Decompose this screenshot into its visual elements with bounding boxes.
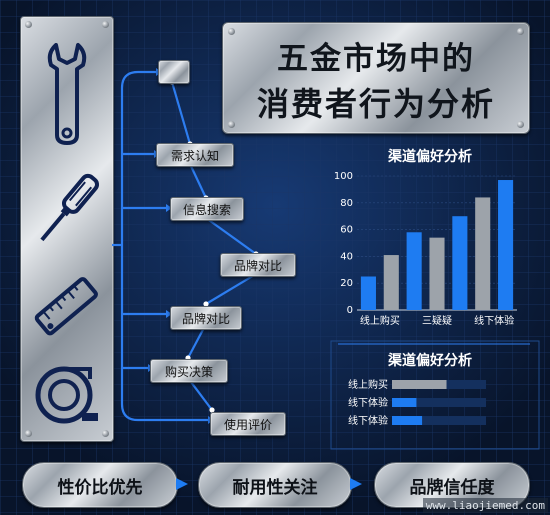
flow-step-compare-1: 品牌对比 — [220, 253, 296, 277]
title-plate: 五金市场中的 消费者行为分析 — [222, 22, 530, 134]
hbar-bar — [392, 380, 447, 389]
y-tick-label: 20 — [340, 278, 353, 289]
y-tick-label: 40 — [340, 251, 353, 262]
tool-panel — [20, 16, 114, 442]
bar — [383, 255, 399, 310]
hbar-panel-frame — [330, 340, 540, 450]
wrench-icon — [21, 39, 113, 149]
bar — [498, 180, 514, 310]
hbar-bar — [392, 416, 423, 425]
watermark: www.liaojiemed.com — [422, 498, 548, 513]
flow-step-review: 使用评价 — [210, 412, 286, 436]
x-category-label: 线上购买 — [360, 314, 400, 327]
y-tick-label: 0 — [347, 305, 353, 316]
channel-bar-chart: 0 20 40 60 80 100 线上购买 三疑疑 线下体验 — [334, 171, 517, 327]
tape-measure-icon — [21, 357, 113, 429]
hbar-category-label: 线上购买 — [348, 378, 388, 391]
chart-1-title: 渠道偏好分析 — [388, 149, 472, 165]
x-category-label: 三疑疑 — [422, 315, 452, 327]
flow-step-need: 需求认知 — [156, 143, 234, 167]
pill-value: 性价比优先 — [22, 462, 178, 508]
y-tick-label: 80 — [340, 198, 353, 209]
bar — [406, 232, 422, 310]
hbar-track — [392, 416, 486, 425]
chart-2-title: 渠道偏好分析 — [388, 353, 472, 369]
bar — [452, 216, 468, 310]
title-line-1: 五金市场中的 — [277, 41, 475, 77]
flow-step-search: 信息搜索 — [170, 197, 244, 221]
y-tick-label: 100 — [334, 171, 353, 182]
bar — [360, 276, 376, 310]
pill-durability: 耐用性关注 — [198, 462, 352, 508]
x-category-label: 线下体验 — [474, 314, 514, 327]
flow-step-compare-2: 品牌对比 — [170, 306, 242, 330]
flow-step-decision: 购买决策 — [150, 359, 228, 383]
screwdriver-icon — [21, 165, 113, 255]
y-tick-label: 60 — [340, 225, 353, 236]
ruler-icon — [21, 267, 113, 347]
hbar-track — [392, 398, 486, 407]
title-line-2: 消费者行为分析 — [256, 85, 495, 123]
bar — [475, 197, 491, 310]
hbar-bar — [392, 398, 417, 407]
hbar-category-label: 线下体验 — [348, 396, 388, 409]
bar — [429, 237, 445, 310]
hbar-category-label: 线下体验 — [348, 414, 388, 427]
flow-step-start — [158, 60, 190, 84]
